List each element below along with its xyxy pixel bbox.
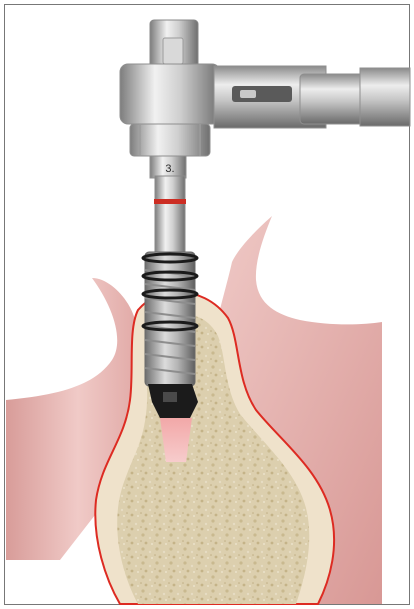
insertion-driver: [154, 176, 186, 256]
depth-mark: [154, 199, 186, 204]
driver-shaft: [155, 176, 185, 256]
dental-implant: [143, 252, 198, 418]
handpiece-head: [120, 64, 220, 124]
chuck-housing: [130, 124, 210, 156]
handpiece-label: 3.: [165, 163, 174, 175]
handpiece-body: [360, 68, 410, 126]
